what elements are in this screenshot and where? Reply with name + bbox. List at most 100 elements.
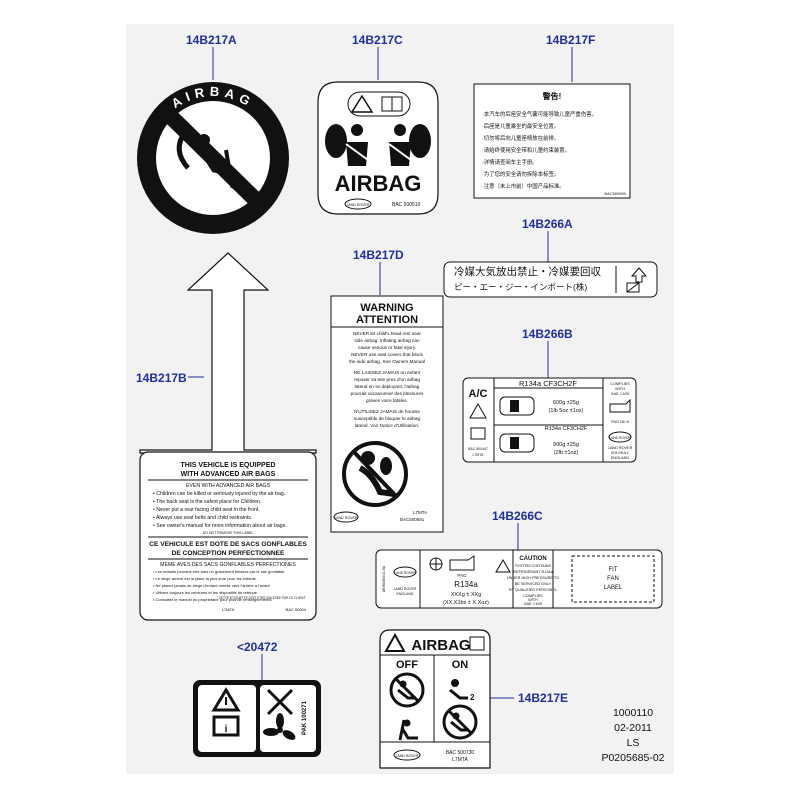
svg-text:ENGLAND: ENGLAND	[611, 456, 630, 460]
callout-14B266A: 14B266A	[522, 217, 573, 231]
svg-text:BAC 500730: BAC 500730	[446, 750, 475, 756]
svg-text:PAG ND 8: PAG ND 8	[611, 420, 628, 424]
svg-text:BAC500590: BAC500590	[604, 191, 626, 196]
svg-text:CAUTION: CAUTION	[519, 556, 546, 562]
label-14B217F: 警告! ·本汽车的后座安全气囊可能导致儿童严重伤害。 ·后座是儿童乘坐的最安全位…	[473, 83, 631, 199]
reference-code: LS	[626, 737, 640, 749]
reference-number: 1000110	[612, 707, 654, 719]
svg-text:WITH ADVANCED AIR BAGS: WITH ADVANCED AIR BAGS	[181, 471, 276, 478]
svg-text:·切勿将后向儿童座椅放在前排。: ·切勿将后向儿童座椅放在前排。	[482, 134, 559, 142]
svg-text:AIRBAG: AIRBAG	[411, 637, 470, 654]
svg-text:600g ±25g: 600g ±25g	[553, 400, 579, 406]
svg-text:FAN: FAN	[607, 576, 619, 582]
svg-text:MEME AVES DES SACS GONFLABLES: MEME AVES DES SACS GONFLABLES PERFECTION…	[160, 562, 296, 568]
svg-text:DO NOT REMOVE THIS LABEL: DO NOT REMOVE THIS LABEL	[203, 531, 253, 535]
label-20472: i PAK 100271	[193, 680, 321, 757]
manual-book-icon	[212, 715, 240, 737]
warning-triangle-icon	[469, 402, 487, 419]
arrow-up-icon	[630, 267, 648, 283]
svg-text:BAC 500447: BAC 500447	[468, 447, 488, 451]
svg-text:REFRIGERANT R134a: REFRIGERANT R134a	[513, 570, 553, 574]
label-c-title: AIRBAG	[335, 171, 422, 196]
leader-lines	[188, 47, 573, 699]
callout-14B217C: 14B217C	[352, 33, 403, 47]
svg-text:(2lb ±1oz): (2lb ±1oz)	[554, 450, 579, 456]
oil-can-icon	[609, 398, 631, 413]
svg-text:i: i	[225, 724, 228, 735]
svg-text:L7MTA: L7MTA	[472, 453, 484, 457]
svg-text:LAND ROVER: LAND ROVER	[335, 516, 358, 520]
svg-text:WITH: WITH	[615, 387, 625, 391]
svg-text:(1lb 5oz ±1oz): (1lb 5oz ±1oz)	[549, 408, 584, 414]
svg-text:SOLIHULL: SOLIHULL	[611, 451, 629, 455]
manual-book-icon	[470, 427, 486, 440]
svg-text:XXXg ± XXg: XXXg ± XXg	[451, 592, 482, 598]
svg-text:SYSTEM CONTAINS: SYSTEM CONTAINS	[515, 564, 551, 568]
svg-text:• Utilisez toujours les ceintu: • Utilisez toujours les ceintures et les…	[153, 590, 258, 595]
svg-text:• See owner's manual for more: • See owner's manual for more informatio…	[153, 523, 287, 529]
svg-text:graves voire fatales.: graves voire fatales.	[366, 398, 408, 403]
svg-text:A/C: A/C	[469, 388, 488, 400]
land-rover-logo	[393, 566, 417, 578]
svg-text:LAND ROVER: LAND ROVER	[609, 436, 631, 440]
callout-14B217A: 14B217A	[186, 33, 237, 47]
svg-text:OFF: OFF	[396, 659, 418, 671]
svg-text:900g ±25g: 900g ±25g	[553, 442, 579, 448]
land-rover-logo	[333, 511, 359, 523]
callout-14B217F: 14B217F	[546, 33, 596, 47]
svg-text:L7MTA: L7MTA	[452, 757, 468, 763]
warning-triangle-icon	[350, 94, 374, 113]
svg-text:L7MTA: L7MTA	[413, 510, 427, 515]
svg-text:2: 2	[470, 693, 475, 702]
callout-14B217D: 14B217D	[353, 248, 404, 262]
svg-text:EVEN WITH ADVANCED AIR BAGS: EVEN WITH ADVANCED AIR BAGS	[186, 483, 271, 489]
svg-text:LAND ROVER: LAND ROVER	[396, 754, 419, 758]
warning-triangle-icon	[495, 559, 511, 573]
svg-text:LABEL: LABEL	[604, 585, 623, 591]
svg-text:冷媒大気放出禁止・冷媒要回収: 冷媒大気放出禁止・冷媒要回収	[454, 265, 601, 278]
svg-text:·请始终使用安全带和儿童约束装置。: ·请始终使用安全带和儿童约束装置。	[482, 146, 570, 154]
label-14B266C: AR/BUI8/0/J1.8A LAND ROVER LAND ROVER EN…	[375, 549, 663, 609]
svg-text:FIT: FIT	[609, 567, 618, 573]
oil-can-icon	[449, 555, 475, 571]
svg-text:ON: ON	[452, 659, 469, 671]
svg-text:NE LAISSEZ JAMAIS un enfant: NE LAISSEZ JAMAIS un enfant	[354, 370, 421, 375]
svg-text:ピー・エー・ジー・インポート(株): ピー・エー・ジー・インポート(株)	[454, 282, 587, 292]
callout-14B217E: 14B217E	[518, 691, 569, 705]
label-14B217B: THIS VEHICLE IS EQUIPPED WITH ADVANCED A…	[139, 252, 317, 621]
svg-text:reposer sa tete pres d'un airb: reposer sa tete pres d'un airbag	[354, 377, 420, 382]
svg-text:• Ne placez jamais de siege d': • Ne placez jamais de siege d'enfant ori…	[153, 583, 271, 588]
svg-text:lateral en se deployant, l'air: lateral en se deployant, l'airbag	[355, 384, 420, 389]
svg-text:cause serious or fatal injury.: cause serious or fatal injury.	[358, 345, 416, 350]
svg-text:(XX.X1bs ± X.Xoz): (XX.X1bs ± X.Xoz)	[443, 600, 489, 606]
callout-14B266C: 14B266C	[492, 509, 543, 523]
svg-text:LAND ROVER: LAND ROVER	[608, 446, 633, 450]
svg-text:·详情请查阅车主手册。: ·详情请查阅车主手册。	[482, 158, 538, 166]
svg-text:• Always use seat belts and ch: • Always use seat belts and child restra…	[153, 515, 252, 521]
svg-text:·本汽车的后座安全气囊可能导致儿童严重伤害。: ·本汽车的后座安全气囊可能导致儿童严重伤害。	[482, 110, 597, 118]
svg-text:• Children can be killed or se: • Children can be killed or seriously in…	[153, 491, 285, 497]
svg-text:CE VEHICULE EST DOTE DE SACS G: CE VEHICULE EST DOTE DE SACS GONFLABLES	[149, 541, 307, 548]
svg-text:• Consultez le manuel du propr: • Consultez le manuel du proprietaire po…	[153, 597, 272, 602]
svg-text:PAG: PAG	[457, 573, 467, 578]
svg-text:NEVER use seat covers that blo: NEVER use seat covers that block	[351, 352, 423, 357]
svg-text:AR/BUI8/0/J1.8A: AR/BUI8/0/J1.8A	[382, 565, 386, 592]
svg-text:side airbag. Inflating airbag: side airbag. Inflating airbag can	[354, 338, 420, 343]
svg-text:COMPLIES: COMPLIES	[523, 594, 543, 598]
fan-icon	[263, 713, 296, 740]
svg-text:WARNING: WARNING	[360, 302, 413, 314]
svg-text:N'UTILISEZ JAMAIS de housse: N'UTILISEZ JAMAIS de housse	[354, 409, 420, 414]
svg-text:pourrait occasionner des bless: pourrait occasionner des blessures	[351, 391, 424, 396]
svg-text:susceptible de bloquer le airb: susceptible de bloquer le airbag	[354, 416, 421, 421]
label-14B266A: 冷媒大気放出禁止・冷媒要回収 ピー・エー・ジー・インポート(株)	[443, 261, 658, 298]
svg-text:BAC 500510: BAC 500510	[392, 202, 421, 208]
svg-text:• Le siege arriere est la plac: • Le siege arriere est la place la plus …	[153, 576, 257, 581]
svg-text:LAND ROVER: LAND ROVER	[347, 203, 370, 207]
label-14B217A: AIRBAG	[137, 82, 289, 234]
svg-text:WITH: WITH	[528, 598, 538, 602]
svg-text:DE CONCEPTION PERFECTIONNEE: DE CONCEPTION PERFECTIONNEE	[172, 550, 285, 557]
svg-text:R134a CF3CH2F: R134a CF3CH2F	[519, 379, 577, 388]
warning-triangle-icon	[384, 632, 406, 652]
label-14B266B: A/C BAC 500447 L7MTA R134a CF3CH2F 600g …	[462, 377, 637, 463]
svg-text:·注意（未上市前）中国产品标准。: ·注意（未上市前）中国产品标准。	[482, 182, 565, 190]
